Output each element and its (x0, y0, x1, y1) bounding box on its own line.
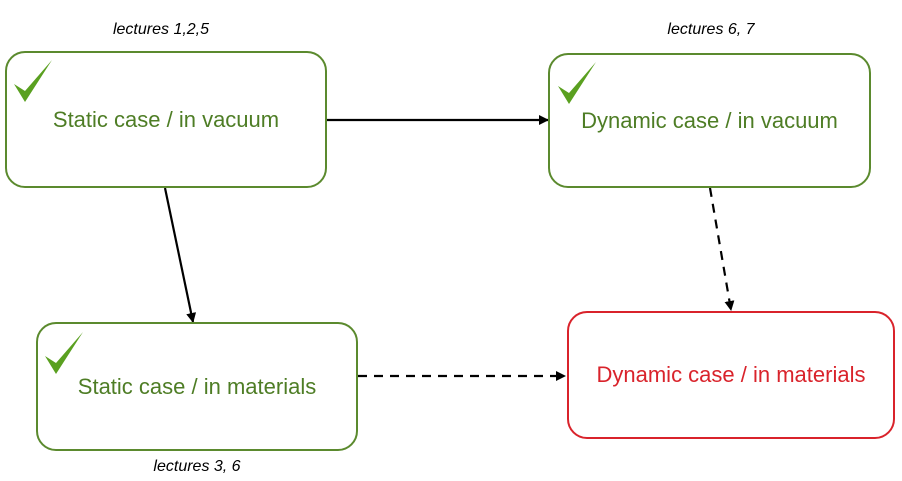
node-static-vacuum-label: Static case / in vacuum (52, 106, 280, 132)
node-static-materials-label: Static case / in materials (77, 373, 317, 399)
checkmark-icon (558, 62, 596, 104)
node-dynamic-materials-label: Dynamic case / in materials (596, 362, 866, 387)
node-dynamic-materials[interactable]: Dynamic case / in materials (567, 311, 895, 439)
lectures-note-static-vacuum: lectures 1,2,5 (112, 21, 210, 38)
lectures-note-dynamic-vacuum: lectures 6, 7 (667, 21, 755, 38)
edge-static-vacuum-to-static-materials (163, 187, 197, 323)
lectures-note-static-materials: lectures 3, 6 (153, 458, 241, 475)
node-dynamic-vacuum-label: Dynamic case / in vacuum (581, 107, 838, 133)
checkmark-icon (45, 332, 83, 374)
node-static-vacuum[interactable]: Static case / in vacuum (5, 51, 327, 188)
node-dynamic-vacuum[interactable]: Dynamic case / in vacuum (548, 53, 871, 188)
checkmark-icon (14, 60, 52, 102)
node-static-materials[interactable]: Static case / in materials (36, 322, 358, 451)
edge-dynamic-vacuum-to-dynamic-materials (708, 187, 735, 311)
